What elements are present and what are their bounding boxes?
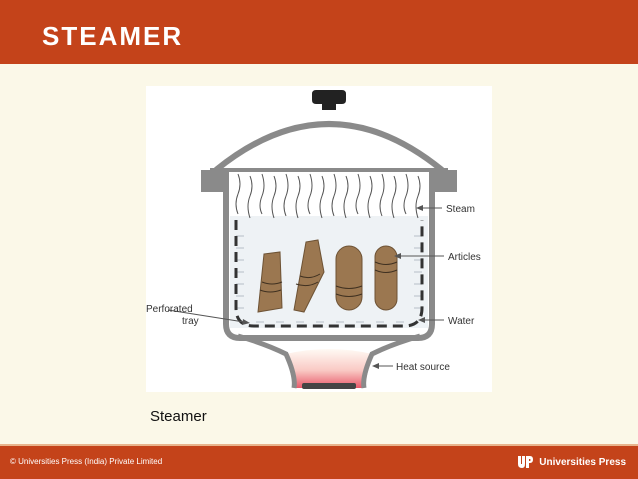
heat-flame: [286, 349, 372, 388]
burner-base: [302, 383, 356, 389]
label-perforated-tray-line2: tray: [182, 316, 199, 327]
lid-handle: [312, 90, 346, 110]
articles: [257, 239, 398, 313]
publisher-name: Universities Press: [539, 456, 626, 468]
pot-body: [223, 170, 435, 341]
copyright-text: © Universities Press (India) Private Lim…: [10, 457, 163, 466]
pot-handle-left: [201, 170, 229, 192]
label-perforated-tray-line1: Perforated: [146, 304, 193, 315]
label-articles: Articles: [448, 252, 481, 263]
pot-handle-right: [429, 170, 457, 192]
publisher-brand: Universities Press: [517, 455, 626, 469]
label-water: Water: [448, 316, 475, 327]
universities-press-logo-icon: [518, 456, 534, 468]
pot-stand: [237, 333, 421, 389]
figure-caption: Steamer: [150, 408, 207, 425]
footer-divider: [0, 444, 638, 446]
slide-title: STEAMER: [42, 21, 184, 51]
label-steam: Steam: [446, 204, 475, 215]
footer-bar: © Universities Press (India) Private Lim…: [0, 444, 638, 479]
steam-wisps: [235, 173, 421, 219]
title-bar: STEAMER: [0, 0, 638, 64]
label-heat-source: Heat source: [396, 362, 450, 373]
pot-lid: [214, 121, 444, 173]
perforated-tray: [234, 220, 424, 328]
steamer-diagram: Steam Articles Perforated tray Water Hea…: [146, 86, 492, 392]
